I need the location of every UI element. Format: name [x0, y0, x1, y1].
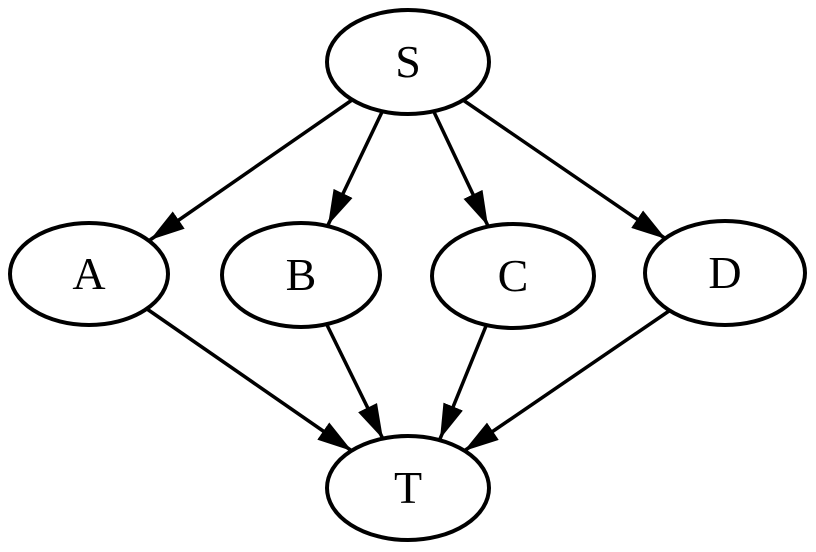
edge-S-A — [149, 98, 353, 242]
node-label-T: T — [394, 462, 422, 513]
node-label-S: S — [395, 36, 421, 87]
node-label-D: D — [708, 247, 741, 298]
edge-S-B — [326, 111, 384, 226]
node-label-C: C — [498, 250, 529, 301]
node-label-B: B — [286, 249, 317, 300]
node-C: C — [430, 222, 596, 330]
node-D: D — [643, 219, 807, 327]
edge-B-T — [325, 324, 385, 440]
node-ellipse-A — [8, 221, 170, 327]
edge-A-T — [146, 307, 353, 453]
node-label-A: A — [72, 248, 105, 299]
edge-S-C — [432, 111, 490, 227]
node-ellipse-D — [643, 219, 807, 327]
node-ellipse-T — [325, 434, 491, 542]
node-B: B — [220, 221, 382, 329]
node-ellipse-S — [325, 8, 491, 116]
node-S: S — [325, 8, 491, 116]
node-T: T — [325, 434, 491, 542]
node-A: A — [8, 221, 170, 327]
node-ellipse-C — [430, 222, 596, 330]
edge-C-T — [438, 325, 488, 440]
node-ellipse-B — [220, 221, 382, 329]
edge-D-T — [463, 309, 670, 453]
edge-S-D — [462, 98, 667, 241]
